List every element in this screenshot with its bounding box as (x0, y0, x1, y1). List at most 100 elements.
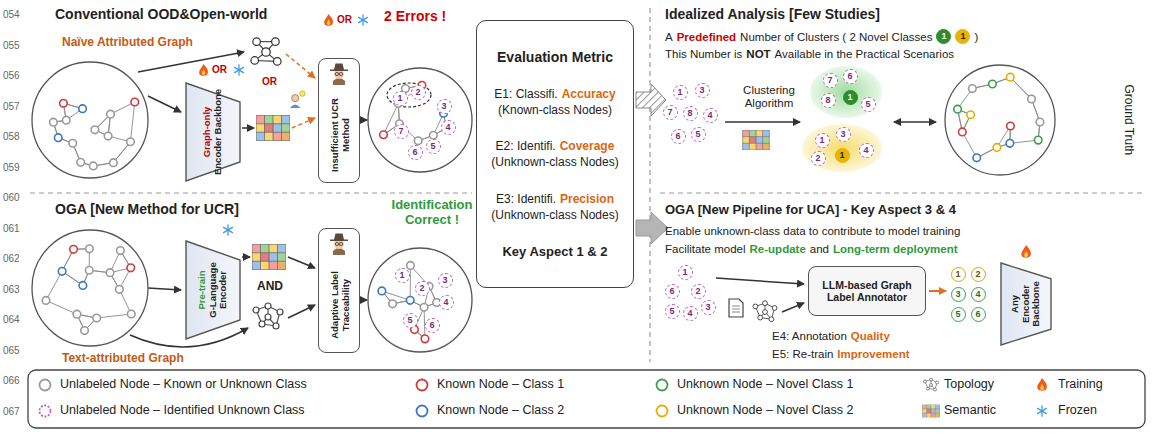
graph-node (127, 310, 135, 318)
graph-node (1034, 136, 1042, 144)
text-line: (Unknown-class Nodes) (491, 155, 618, 169)
line-number: 057 (3, 101, 20, 113)
line-number: 066 (3, 375, 20, 387)
legend-box (28, 370, 1145, 428)
trapezoid-outline (186, 241, 240, 339)
line-number: 056 (3, 70, 20, 82)
graph-outline (368, 248, 472, 352)
metric-text: Accuracy (562, 87, 616, 101)
callout-number: 2 (811, 151, 826, 166)
graph-node (79, 282, 87, 290)
legend-text: Topology (944, 377, 994, 391)
text-label: Predefined (677, 31, 736, 43)
icon (330, 64, 348, 86)
callout-number: 1 (936, 29, 951, 44)
graph-outline (945, 65, 1055, 175)
node-text: Pre-train (197, 270, 208, 309)
text-label: Number of Clusters ( 2 Novel Classes (740, 31, 932, 43)
callout-number: 1 (393, 91, 408, 106)
metric-text: Coverage (560, 139, 615, 153)
flow-arrow (242, 127, 254, 129)
graph-outline (32, 62, 148, 178)
legend-sample (417, 406, 428, 417)
text-row: This Number isNOTAvailable in the Practi… (665, 48, 954, 60)
graph-node (70, 245, 78, 253)
graph-node (116, 285, 124, 293)
flow-arrow (716, 278, 804, 284)
callout-number: 1 (815, 133, 830, 148)
graph-node (77, 159, 85, 167)
callout-number: 3 (437, 99, 452, 114)
icon (743, 130, 770, 150)
callout-number: 6 (971, 307, 986, 322)
callout-number: 8 (821, 93, 836, 108)
text-row: APredefinedNumber of Clusters ( 2 Novel … (665, 29, 978, 44)
callout-number: 1 (678, 265, 693, 280)
text-label: Conventional OOD&Open-world (55, 6, 267, 22)
line-number: 054 (3, 9, 20, 21)
icon (253, 303, 283, 329)
text-label: This Number is (665, 48, 742, 60)
rotated-text: Graph-onlyEncoder Backbone (185, 86, 241, 178)
callout-number: 4 (441, 120, 456, 135)
graph-node (85, 266, 93, 274)
annotator-box: LLM-based Graph Label Annotator (808, 266, 926, 316)
graph-node (117, 247, 125, 255)
method-box: Adaptive Label Traceability (318, 228, 360, 353)
callout-number: 5 (951, 307, 966, 322)
dashed-arrow (292, 118, 315, 128)
text-group: E2: Identifi.Coverage (Unknown-class Node… (491, 139, 618, 169)
graph-node (954, 105, 962, 113)
text-line: Evaluation Metric (497, 49, 613, 65)
graph-node (81, 327, 89, 335)
legend-text: Unknown Node – Novel Class 1 (677, 377, 853, 391)
legend-text: Known Node – Class 2 (437, 403, 564, 417)
graph-node (407, 262, 415, 270)
graph-node (1006, 140, 1014, 148)
text-label: OR (337, 14, 352, 26)
node-text: Insufficient UCR Method (329, 89, 351, 180)
graph-node (104, 132, 112, 140)
metric-text: (Known-class Nodes) (498, 103, 612, 117)
dividers (30, 8, 1145, 362)
callout-number: 6 (408, 145, 423, 160)
icon (324, 14, 333, 26)
graph-node (378, 287, 386, 295)
flow-arrow (130, 52, 936, 347)
text-line: E1: Classifi. Accuracy (494, 87, 615, 101)
legend-sample (417, 380, 428, 391)
icon (224, 225, 233, 235)
legend-icon (922, 405, 939, 418)
graph-node (42, 297, 50, 305)
icon (199, 64, 208, 76)
graph-outline (32, 230, 148, 346)
text-label: Naïve Attributed Graph (62, 36, 193, 50)
callout-number: 4 (703, 108, 718, 123)
text-label: 2 Errors ! (384, 8, 446, 24)
text-label: Enable unknown-class data to contribute … (665, 225, 960, 238)
text-label: Available in the Practical Scenarios (775, 48, 954, 60)
graph-edge (97, 314, 132, 318)
callout-number: 1 (955, 29, 970, 44)
text-label: Facilitate model (665, 243, 746, 255)
encoder-trapezoid: AnyEncoder Backbone (1000, 262, 1052, 346)
graph-node (131, 98, 139, 106)
text-line: E2: Identifi.Coverage (496, 139, 615, 153)
metric-text: E1: Classifi. (494, 87, 557, 101)
dividers (660, 192, 1145, 193)
callout-number: 4 (859, 143, 874, 158)
flow-arrow (361, 119, 367, 121)
callout-number: 6 (843, 69, 858, 84)
legend-icon (1038, 406, 1047, 416)
trapezoid-outline (1001, 263, 1051, 345)
node-text: Any (1010, 295, 1021, 313)
graph-node (69, 139, 77, 147)
flow-arrow (725, 121, 800, 123)
text-label: Improvement (837, 348, 909, 360)
graph-edge (46, 300, 77, 314)
dashed-arrow (286, 54, 315, 128)
text-row: Facilitate modelRe-updateandLong-term de… (665, 243, 958, 255)
flow-arrow (894, 121, 936, 123)
text-line: Key Aspect 1 & 2 (502, 244, 607, 259)
legend-sample (40, 406, 51, 417)
